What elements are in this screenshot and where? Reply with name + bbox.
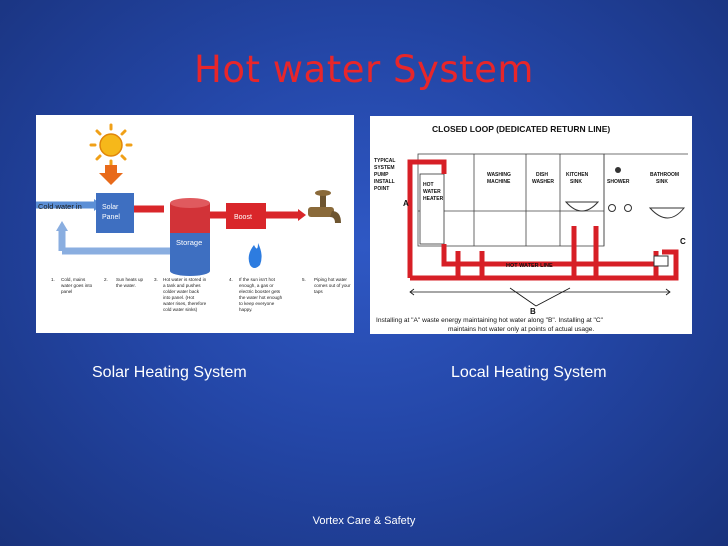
heater-label-line: WATER (423, 189, 441, 195)
heater-label-line: HEATER (423, 196, 444, 202)
step-2-num: 2. (104, 277, 108, 282)
step-3-line: into panel. (Hot (163, 295, 195, 300)
step-2-line: the water. (116, 283, 136, 288)
heat-arrow-icon (99, 165, 123, 185)
label-b: B (530, 307, 536, 316)
fixture-label: SINK (570, 179, 582, 185)
solar-panel-label-1: Solar (102, 204, 119, 211)
heater-label-line: HOT (423, 182, 434, 188)
step-3-line: colder water back (163, 289, 200, 294)
pump-label-line: PUMP (374, 172, 389, 178)
loop-note-line-2: maintains hot water only at points of ac… (448, 326, 594, 333)
solar-diagram: Cold water in Solar Panel Storage Boost … (36, 123, 351, 312)
step-5-line: comes out of your (314, 283, 351, 288)
shower-valve-icon (624, 204, 632, 212)
closed-loop-diagram-panel: CLOSED LOOP (DEDICATED RETURN LINE) TYPI… (370, 116, 692, 334)
pump-label-line: TYPICAL (374, 158, 395, 164)
label-c: C (680, 237, 686, 246)
gas-flame-icon (248, 243, 262, 268)
pump-label-line: SYSTEM (374, 165, 395, 171)
fixture-label: DISH (536, 172, 548, 178)
pump-label-line: INSTALL (374, 179, 395, 185)
step-1-line: panel (61, 289, 72, 294)
caption-local: Local Heating System (451, 364, 607, 381)
pump-label-line: POINT (374, 186, 389, 192)
solar-panel-box (96, 193, 134, 233)
step-5-line: taps (314, 289, 323, 294)
caption-solar: Solar Heating System (92, 364, 247, 381)
fixture-label: WASHING (487, 172, 511, 178)
fixture-label: MACHINE (487, 179, 511, 185)
step-3-line: a tank and pushes (163, 283, 201, 288)
step-4-line: enough, a gas or (239, 283, 274, 288)
hot-water-line-label: HOT WATER LINE (506, 263, 553, 269)
cold-water-label: Cold water in (38, 202, 82, 211)
tap-icon (308, 190, 341, 223)
fixture-label: KITCHEN (566, 172, 589, 178)
b-span-arrows (409, 287, 671, 307)
loop-heading: CLOSED LOOP (DEDICATED RETURN LINE) (432, 124, 610, 134)
step-4-num: 4. (229, 277, 233, 282)
step-4-line: happy. (239, 307, 252, 312)
kitchen-sink-icon (564, 201, 600, 212)
fixture-label: SHOWER (607, 179, 630, 185)
step-5-line: Piping hot water (314, 277, 347, 282)
sun-icon (89, 123, 133, 167)
storage-tank (170, 198, 210, 276)
step-1-line: water goes into (61, 283, 93, 288)
fixture-label: SINK (656, 179, 668, 185)
shower-valve-icon (608, 204, 616, 212)
boost-box (226, 203, 266, 229)
footer-text: Vortex Care & Safety (312, 515, 416, 527)
boost-label: Boost (234, 214, 252, 221)
slide-title: Hot water System (194, 48, 534, 91)
step-4-line: If the sun isn't hot (239, 277, 276, 282)
hot-water-pipe (407, 159, 679, 281)
loop-note-line-1: Installing at "A" waste energy maintaini… (376, 317, 604, 324)
label-a: A (403, 199, 409, 208)
water-heater (419, 173, 445, 245)
step-1-line: Cold, mains (61, 277, 86, 282)
storage-label: Storage (176, 238, 202, 247)
pump-c-icon (653, 255, 669, 267)
step-2-line: Sun heats up (116, 277, 144, 282)
step-1-num: 1. (51, 277, 55, 282)
step-4-line: the water hot enough (239, 295, 283, 300)
step-3-line: cold water sinks) (163, 307, 198, 312)
shower-head-icon (615, 167, 621, 173)
step-4-line: to keep everyone (239, 301, 275, 306)
solar-diagram-panel: Cold water in Solar Panel Storage Boost … (36, 115, 354, 333)
step-3-line: Hot water is stored in (163, 277, 207, 282)
step-5-num: 5. (302, 277, 306, 282)
closed-loop-diagram: CLOSED LOOP (DEDICATED RETURN LINE) TYPI… (374, 124, 688, 333)
step-4-line: electric booster gets (239, 289, 281, 294)
solar-panel-label-2: Panel (102, 214, 120, 221)
fixture-label: WASHER (532, 179, 554, 185)
cabinets (417, 153, 688, 247)
bathroom-sink-icon (648, 207, 686, 219)
step-3-line: water rises, therefore (163, 301, 207, 306)
fixture-label: BATHROOM (650, 172, 679, 178)
step-3-num: 3. (154, 277, 158, 282)
